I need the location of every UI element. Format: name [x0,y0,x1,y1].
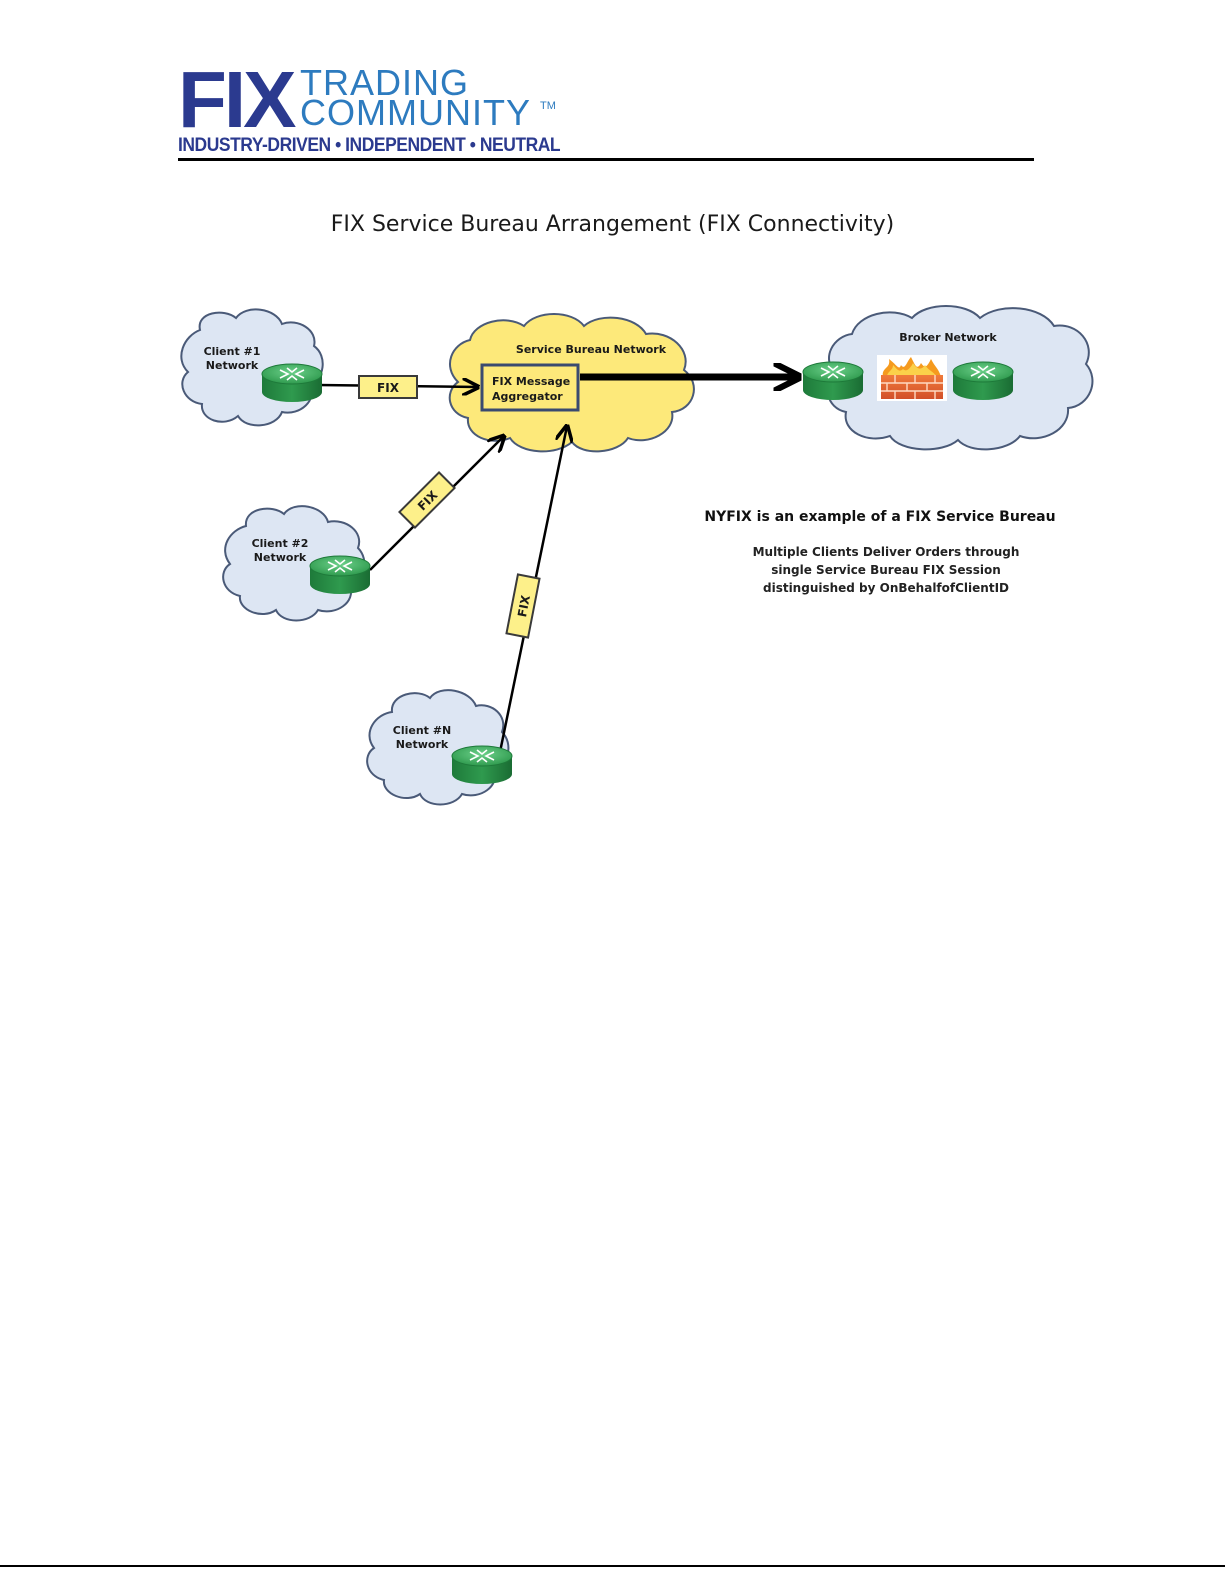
note-line3: distinguished by OnBehalfofClientID [762,581,1009,595]
logo-tagline: INDUSTRY-DRIVEN • INDEPENDENT • NEUTRAL [178,135,561,156]
logo-trademark: TM [540,100,556,112]
svg-text:FIX: FIX [515,593,533,618]
aggregator-label-line2: Aggregator [492,390,563,403]
diagram-title: FIX Service Bureau Arrangement (FIX Conn… [330,212,895,237]
aggregator-label-line1: FIX Message [492,375,570,388]
clientN-label-line2: Network [396,738,449,751]
note-heading: NYFIX is an example of a FIX Service Bur… [704,509,1056,525]
note-line1: Multiple Clients Deliver Orders through [752,545,1020,559]
logo-fix-text: FIX [178,55,296,144]
logo-trading-text: TRADING [300,62,469,103]
fix-label-clientN: FIX [505,573,541,639]
logo-community-text: COMMUNITY [300,92,531,133]
header-rule [178,158,1034,161]
aggregator-box [480,363,580,412]
client2-label-line1: Client #2 [252,537,309,550]
router-clientN [451,745,513,784]
clientN-label-line1: Client #N [393,724,451,737]
header: FIX TRADING COMMUNITY TM INDUSTRY-DRIVEN… [178,55,1038,166]
note-line2: single Service Bureau FIX Session [771,563,1001,577]
router-broker-edge [802,361,864,400]
firewall-icon [877,355,947,401]
router-broker-internal [952,361,1014,400]
broker-label: Broker Network [899,331,997,344]
client1-label-line2: Network [206,359,259,372]
fix-label-client1: FIX [358,375,418,399]
service-bureau-label: Service Bureau Network [516,343,667,356]
fix-label-client2: FIX [398,471,456,529]
router-client2 [309,555,371,594]
router-client1 [261,363,323,402]
client1-label-line1: Client #1 [204,345,261,358]
footer-rule [0,1565,1225,1567]
svg-text:FIX: FIX [377,381,400,395]
client2-label-line2: Network [254,551,307,564]
